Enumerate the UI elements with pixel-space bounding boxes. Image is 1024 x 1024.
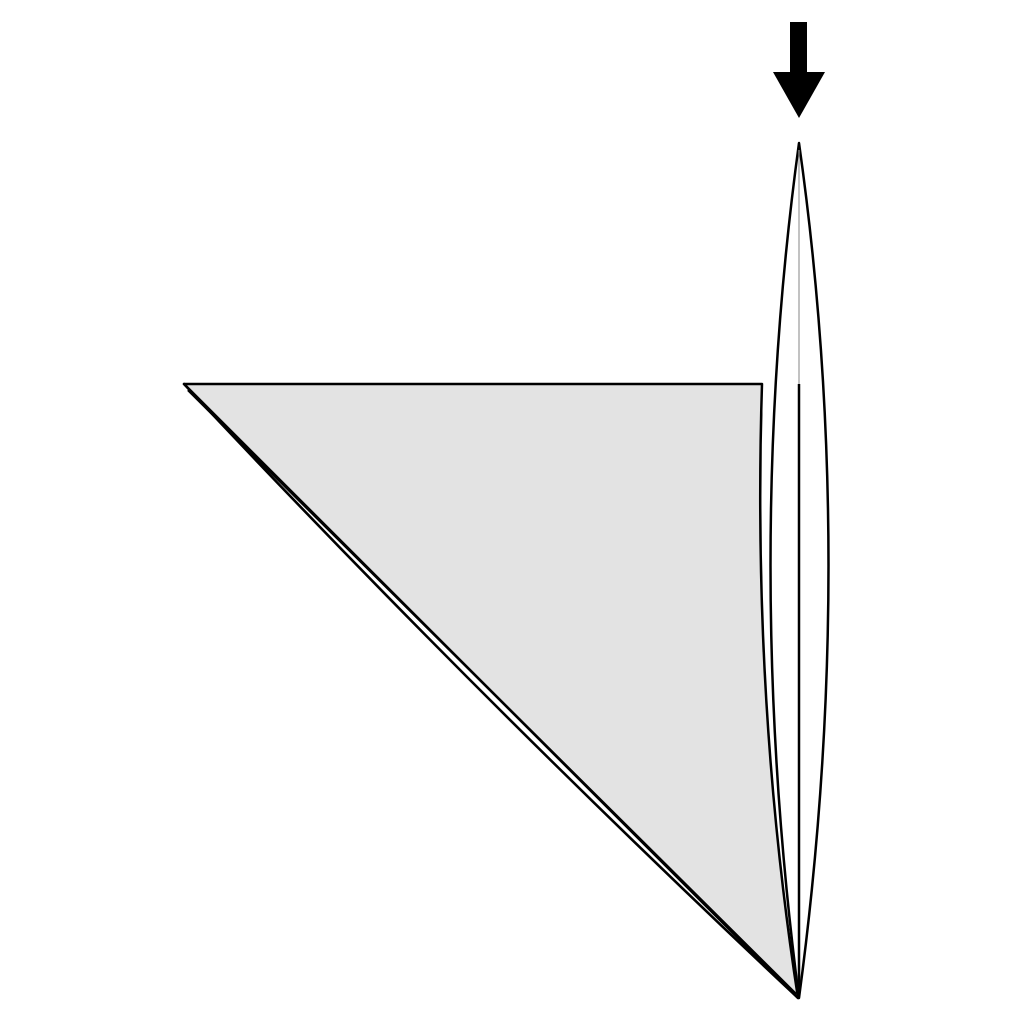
arrow-shaft	[790, 22, 807, 74]
push-down-arrow-icon	[773, 22, 825, 118]
triangle-edge-layer-line	[187, 389, 797, 995]
arrow-head	[773, 72, 825, 118]
